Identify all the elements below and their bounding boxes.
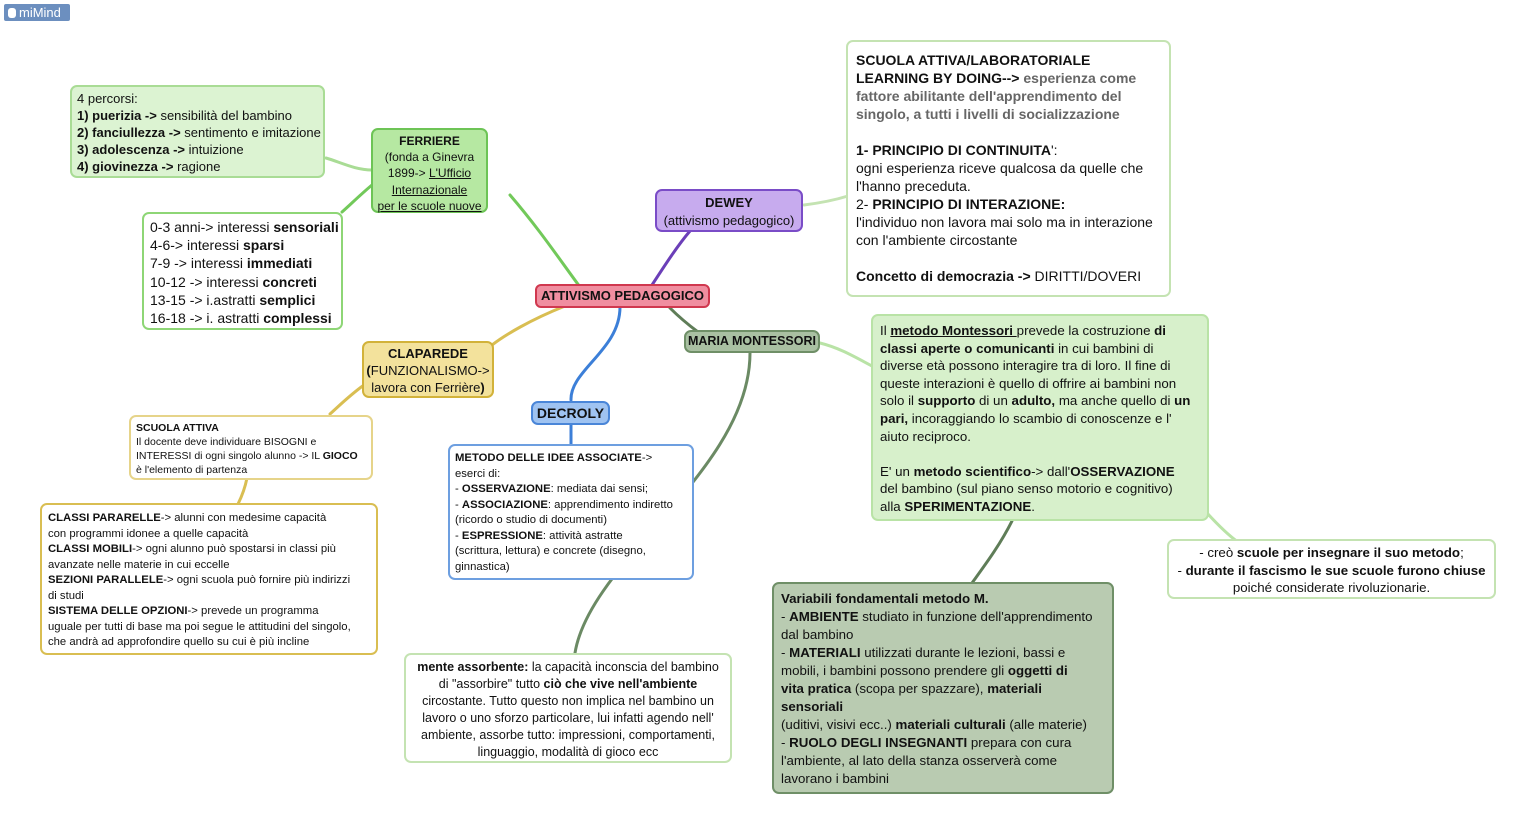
link-montessori-metodo [818, 341, 874, 368]
percorsi-item: 1) puerizia -> sensibilità del bambino [77, 107, 292, 123]
dewey-detail-line: LEARNING BY DOING--> esperienza come [856, 70, 1137, 86]
percorsi-heading: 4 percorsi: [77, 91, 138, 106]
dewey-detail-line: ogni esperienza riceve qualcosa da quell… [856, 160, 1144, 176]
link-dewey-box [802, 194, 850, 207]
claparede-title: CLAPAREDE [388, 346, 468, 361]
link-metodo-variabili [970, 519, 1014, 585]
link-root-decroly [569, 305, 622, 402]
dewey-detail-line: 1- PRINCIPIO DI CONTINUITA': [856, 142, 1058, 158]
percorsi-node[interactable]: 4 percorsi: 1) puerizia -> sensibilità d… [70, 85, 325, 178]
claparede-node[interactable]: CLAPAREDE (FUNZIONALISMO-> lavora con Fe… [362, 341, 494, 398]
idee-associate-node[interactable]: METODO DELLE IDEE ASSOCIATE-> eserci di:… [448, 444, 694, 580]
link-metodo-scuole [1205, 511, 1240, 544]
dewey-detail-line: l'individuo non lavora mai solo ma in in… [856, 214, 1153, 230]
dewey-node[interactable]: DEWEY (attivismo pedagogico) [655, 189, 803, 232]
scuola-attiva-title: SCUOLA ATTIVA [136, 422, 219, 434]
root-label: ATTIVISMO PEDAGOGICO [541, 288, 704, 303]
interessi-item: 4-6-> interessi sparsi [150, 237, 285, 254]
montessori-node[interactable]: MARIA MONTESSORI [684, 330, 820, 353]
decroly-node[interactable]: DECROLY [531, 401, 610, 425]
percorsi-item: 2) fanciullezza -> sentimento e imitazio… [77, 124, 321, 140]
dewey-detail-line: 2- PRINCIPIO DI INTERAZIONE: [856, 196, 1066, 212]
percorsi-item: 3) adolescenza -> intuizione [77, 141, 244, 157]
ferriere-link3: per le scuole nuove [377, 198, 482, 213]
interessi-item: 10-12 -> interessi concreti [150, 273, 317, 290]
ferriere-title: FERRIERE [399, 134, 460, 148]
ferriere-link1: L'Ufficio [428, 166, 472, 181]
dewey-detail-line: Concetto di democrazia -> DIRITTI/DOVERI [856, 268, 1142, 284]
dewey-detail-line: l'hanno preceduta. [856, 178, 971, 194]
interessi-item: 13-15 -> i.astratti semplici [150, 291, 316, 308]
dewey-detail-line: SCUOLA ATTIVA/LABORATORIALE [856, 52, 1091, 68]
mimind-logo: miMind [4, 4, 70, 21]
link-ferriere-percorsi [324, 156, 374, 172]
link-root-dewey [650, 229, 692, 287]
classi-node[interactable]: CLASSI PARARELLE-> alunni con medesime c… [40, 503, 378, 655]
ferriere-node[interactable]: FERRIERE (fonda a Ginevra 1899-> L'Uffic… [371, 128, 488, 213]
dewey-title: DEWEY [705, 195, 753, 210]
variabili-node[interactable]: Variabili fondamentali metodo M. - AMBIE… [772, 582, 1114, 794]
interessi-item: 7-9 -> interessi immediati [150, 255, 313, 272]
scuole-node[interactable]: - creò scuole per insegnare il suo metod… [1167, 539, 1496, 599]
link-root-montessori [668, 306, 700, 334]
interessi-node[interactable]: 0-3 anni-> interessi sensoriali 4-6-> in… [142, 212, 343, 330]
dewey-detail-line: con l'ambiente circostante [856, 232, 1018, 248]
interessi-item: 0-3 anni-> interessi sensoriali [150, 219, 339, 235]
link-root-claparede [490, 304, 567, 347]
scuola-attiva-node[interactable]: SCUOLA ATTIVA Il docente deve individuar… [129, 415, 373, 480]
claparede-line2: FUNZIONALISMO-> [370, 363, 490, 379]
link-ferriere-interessi [340, 183, 374, 214]
ferriere-line1: (fonda a Ginevra [384, 150, 475, 165]
mente-assorbente-node[interactable]: mente assorbente: la capacità inconscia … [404, 653, 732, 763]
claparede-line3: lavora con Ferrière [371, 380, 481, 396]
link-scuola-classi [236, 476, 249, 506]
percorsi-item: 4) giovinezza -> ragione [77, 158, 221, 174]
root-node[interactable]: ATTIVISMO PEDAGOGICO [535, 284, 710, 308]
mimind-icon [8, 8, 16, 18]
link-claparede-scuola [328, 383, 366, 416]
dewey-subtitle: (attivismo pedagogico) [663, 212, 795, 228]
decroly-title: DECROLY [536, 405, 605, 421]
metodo-node[interactable]: Il metodo Montessori prevede la costruzi… [871, 314, 1209, 521]
dewey-detail-node[interactable]: SCUOLA ATTIVA/LABORATORIALE LEARNING BY … [846, 40, 1171, 297]
montessori-title: MARIA MONTESSORI [687, 334, 816, 348]
interessi-item: 16-18 -> i. astratti complessi [150, 309, 332, 326]
dewey-detail-line: singolo, a tutti i livelli di socializza… [856, 106, 1120, 122]
link-root-ferriere [508, 193, 582, 289]
dewey-detail-line: fattore abilitante dell'apprendimento de… [856, 88, 1122, 104]
ferriere-link2: Internazionale [391, 182, 468, 197]
ferriere-line2: 1899-> [387, 166, 429, 181]
